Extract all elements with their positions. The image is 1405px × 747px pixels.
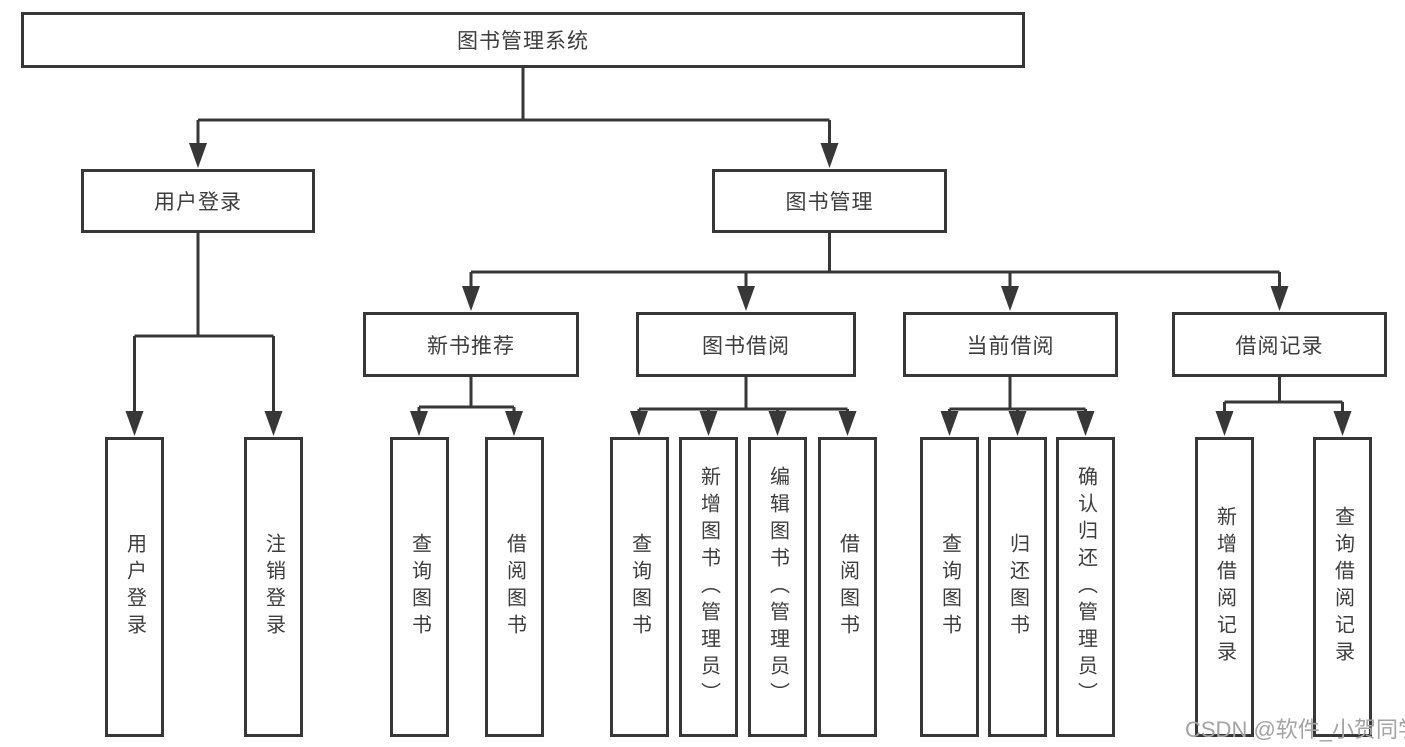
node-label: 借阅记录 (1235, 334, 1324, 358)
node-borrow-records: 借阅记录 (1172, 312, 1387, 377)
node-label: 图书管理 (785, 191, 874, 214)
leaf-return-books: 归还图书 (988, 437, 1047, 737)
leaf-user-login: 用户登录 (105, 437, 164, 737)
node-library-management-system: 图书管理系统 (21, 12, 1025, 68)
leaf-label: 用户登录 (123, 533, 146, 641)
leaf-label: 查询借阅记录 (1331, 506, 1354, 668)
leaf-label: 新增图书（管理员） (697, 465, 720, 709)
node-label: 当前借阅 (966, 334, 1055, 358)
node-new-book-recommend: 新书推荐 (363, 312, 579, 377)
node-user-login: 用户登录 (81, 169, 315, 233)
leaf-label: 归还图书 (1006, 533, 1029, 641)
node-current-borrow: 当前借阅 (903, 312, 1118, 377)
node-book-management: 图书管理 (712, 169, 947, 233)
node-label: 用户登录 (154, 191, 242, 214)
leaf-query-books-borrow: 查询图书 (610, 437, 669, 737)
leaf-label: 查询图书 (938, 533, 961, 641)
node-label: 新书推荐 (427, 334, 515, 358)
leaf-logout: 注销登录 (244, 437, 303, 737)
leaf-query-books-recommend: 查询图书 (390, 437, 449, 737)
leaf-query-borrow-record: 查询借阅记录 (1313, 437, 1372, 737)
leaf-add-books-admin: 新增图书（管理员） (679, 437, 738, 737)
leaf-label: 注销登录 (262, 533, 285, 641)
leaf-borrow-books-recommend: 借阅图书 (485, 437, 544, 737)
leaf-label: 确认归还（管理员） (1074, 465, 1097, 709)
leaf-edit-books-admin: 编辑图书（管理员） (748, 437, 807, 737)
arrowheads (125, 143, 1352, 436)
leaf-label: 查询图书 (408, 533, 431, 641)
leaf-label: 编辑图书（管理员） (766, 465, 789, 709)
leaf-label: 查询图书 (628, 533, 651, 641)
leaf-label: 新增借阅记录 (1213, 506, 1236, 668)
node-label: 图书借阅 (702, 334, 790, 358)
leaf-label: 借阅图书 (503, 533, 526, 641)
leaf-borrow-books: 借阅图书 (818, 437, 877, 737)
leaf-label: 借阅图书 (836, 533, 859, 641)
node-label: 图书管理系统 (457, 30, 589, 53)
leaf-confirm-return-admin: 确认归还（管理员） (1056, 437, 1115, 737)
connector-strokes (133, 68, 1344, 418)
leaf-query-books-current: 查询图书 (920, 437, 979, 737)
csdn-watermark: CSDN @软件_小贺同学 (1185, 717, 1405, 742)
leaf-add-borrow-record: 新增借阅记录 (1195, 437, 1254, 737)
node-book-borrow: 图书借阅 (636, 312, 856, 377)
